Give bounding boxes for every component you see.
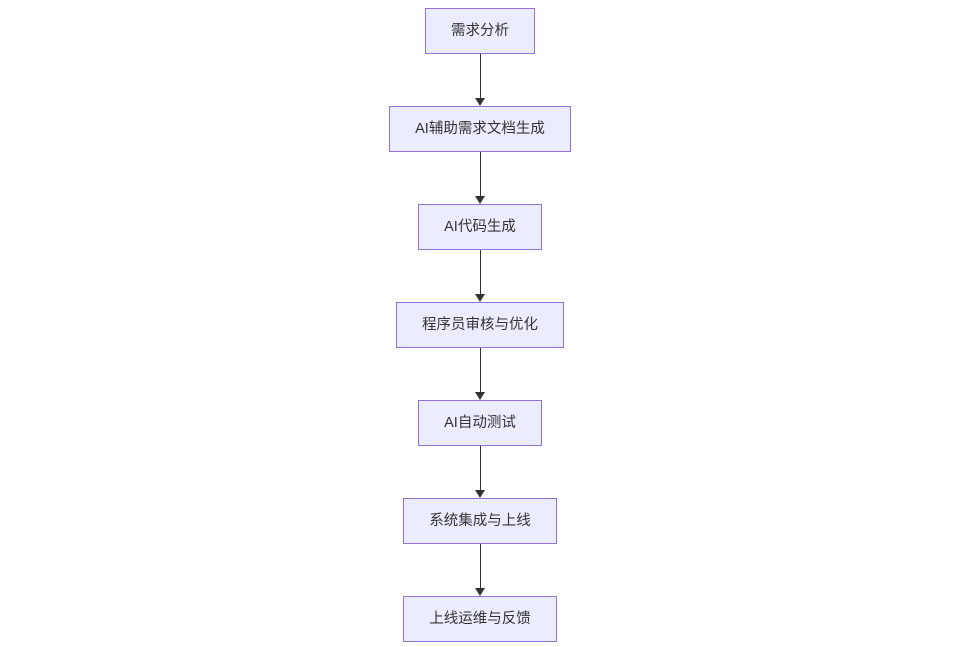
arrow-line (479, 348, 481, 392)
arrowhead-down-icon (475, 392, 485, 400)
arrow-line (479, 544, 481, 588)
flow-node-programmer-review: 程序员审核与优化 (396, 302, 564, 348)
arrowhead-down-icon (475, 490, 485, 498)
flow-connector-6 (475, 544, 485, 596)
flow-connector-3 (475, 250, 485, 302)
flow-node-ai-auto-testing: AI自动测试 (418, 400, 542, 446)
flow-node-ai-code-generation: AI代码生成 (418, 204, 542, 250)
arrow-line (479, 54, 481, 98)
flow-node-system-integration-launch: 系统集成与上线 (403, 498, 557, 544)
flow-node-operations-feedback: 上线运维与反馈 (403, 596, 557, 642)
flow-connector-5 (475, 446, 485, 498)
flow-connector-4 (475, 348, 485, 400)
arrowhead-down-icon (475, 196, 485, 204)
arrowhead-down-icon (475, 294, 485, 302)
flow-connector-1 (475, 54, 485, 106)
arrow-line (479, 446, 481, 490)
flow-node-requirements-analysis: 需求分析 (425, 8, 535, 54)
arrowhead-down-icon (475, 98, 485, 106)
flow-connector-2 (475, 152, 485, 204)
arrow-line (479, 250, 481, 294)
arrowhead-down-icon (475, 588, 485, 596)
flow-node-ai-doc-generation: AI辅助需求文档生成 (389, 106, 571, 152)
arrow-line (479, 152, 481, 196)
